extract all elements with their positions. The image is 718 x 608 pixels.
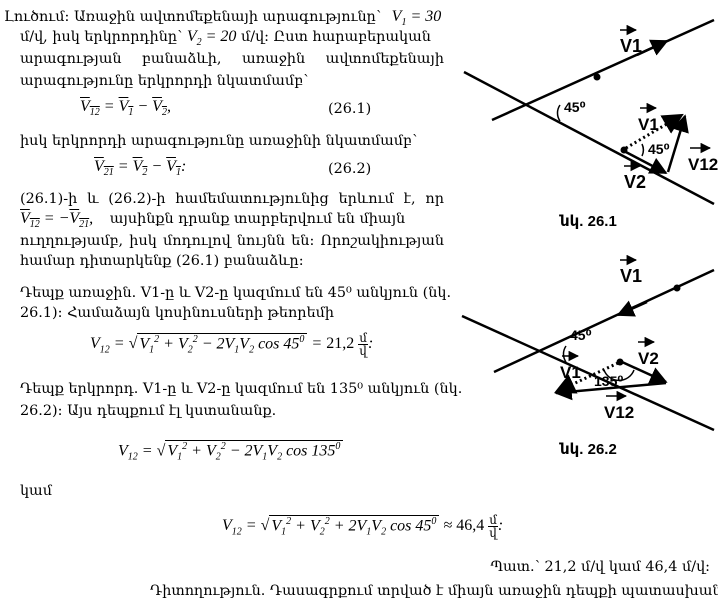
intro-text-1: Առաջին ավտոմեքենայի արագությունը՝ bbox=[73, 9, 382, 25]
v12-vector bbox=[666, 114, 689, 173]
case-1-line-1: Դեպք առաջին. V1-ը և V2-ը կազմում են 45⁰ … bbox=[20, 285, 452, 301]
formula-case-1: V12 = √V12 + V22 − 2V1V2 cos 450 = 21,2 … bbox=[90, 331, 374, 358]
v1-line bbox=[491, 18, 715, 122]
comparison-line-1: (26.1)-ի և (26.2)-ի համեմատությունից երև… bbox=[20, 191, 444, 207]
v2-arrow bbox=[621, 360, 668, 384]
intro-line-3: արագության բանաձևի, առաջին ավտոմեքենայի bbox=[20, 51, 444, 67]
intro-line-1: Լուծում: Առաջին ավտոմեքենայի արագություն… bbox=[4, 8, 444, 32]
v1-arrow bbox=[636, 39, 669, 57]
formula-3-result: 46,4 bbox=[456, 517, 485, 535]
v2-value: V2 = 20 bbox=[186, 28, 237, 49]
case-2-line-1: Դեպք երկրորդ. V1-ը և V2-ը կազմում են 135… bbox=[20, 381, 463, 397]
comparison-line-2: V12 = −V21, այսինքն դրանք տարբերվում են … bbox=[20, 210, 444, 234]
figure-26-1-caption: նկ. 26.1 bbox=[560, 213, 617, 230]
v1-dotted-label: V1 bbox=[560, 363, 581, 382]
figure-26-2-caption: նկ. 26.2 bbox=[560, 441, 617, 458]
angle-arc-bottom bbox=[603, 369, 635, 382]
v1-dotted-vector bbox=[625, 113, 684, 150]
angle-bottom-label: 135⁰ bbox=[594, 373, 624, 389]
intro-line-2: մ/վ, իսկ երկրորդինը՝ V2 = 20 մ/վ: Ըստ հա… bbox=[20, 28, 431, 52]
v12-label: V12 bbox=[604, 403, 634, 422]
solution-label: Լուծում: bbox=[4, 9, 70, 25]
v2-line bbox=[463, 70, 715, 205]
v1-dotted-label: V1 bbox=[638, 115, 659, 134]
figure-26-2: V1 45⁰ V1 135⁰ V2 V12 bbox=[461, 254, 715, 432]
equation-26-2: V21 = V2 − V1: bbox=[94, 158, 187, 179]
angle-bottom-label: 45⁰ bbox=[648, 141, 670, 157]
v2-label: V2 bbox=[638, 349, 659, 368]
v1-value: V1 = 30 bbox=[391, 8, 442, 29]
mid-line: իսկ երկրորդի արագությունը առաջինի նկատմա… bbox=[20, 133, 418, 149]
comparison-text-2: այսինքն դրանք տարբերվում են միայն bbox=[109, 211, 406, 227]
v2-line bbox=[461, 314, 715, 432]
figure-26-1: V1 45⁰ V1 45⁰ V12 V2 bbox=[463, 18, 718, 205]
angle-top-label: 45⁰ bbox=[570, 327, 592, 343]
angle-arc-top bbox=[556, 104, 561, 122]
v12-eq-neg-v21: V12 = −V21, bbox=[20, 210, 94, 231]
formula-case-2-simplified: V12 = √V12 + V22 + 2V1V2 cos 450 ≈ 46,4 … bbox=[222, 513, 504, 540]
v1-label: V1 bbox=[620, 266, 642, 286]
v1-label: V1 bbox=[620, 36, 642, 56]
note: Դիտողություն. Դասագրքում տրված է միայն ա… bbox=[150, 583, 718, 599]
v1-dot bbox=[593, 73, 601, 81]
origin-dot bbox=[620, 146, 628, 154]
v2-arrow bbox=[621, 148, 668, 175]
v1-dot bbox=[673, 284, 681, 292]
angle-arc-top bbox=[562, 345, 567, 363]
equation-number-1: (26.1) bbox=[328, 101, 372, 117]
intro-line-4: արագությունը երկրորդի նկատմամբ՝ bbox=[20, 73, 309, 89]
angle-arc-bottom bbox=[641, 143, 645, 157]
v12-vector bbox=[554, 381, 667, 401]
formula-1-result: 21,2 bbox=[326, 335, 355, 353]
or-label: կամ bbox=[20, 483, 52, 499]
v1-dotted-vector bbox=[554, 361, 619, 394]
comparison-line-3: ուղղությամբ, իսկ մոդուլով նույնն են: Որո… bbox=[20, 233, 444, 249]
case-2-line-2: 26.2): Այս դեպքում էլ կստանանք. bbox=[20, 403, 277, 419]
answer: Պատ.՝ 21,2 մ/վ կամ 46,4 մ/վ: bbox=[490, 559, 710, 575]
equation-number-2: (26.2) bbox=[328, 161, 372, 177]
case-1-line-2: 26.1): Համաձայն կոսինուսների թեորեմի bbox=[20, 305, 335, 321]
angle-top-label: 45⁰ bbox=[564, 99, 586, 115]
v12-label: V12 bbox=[688, 155, 718, 174]
comparison-line-4: համար դիտարկենք (26.1) բանաձևը: bbox=[20, 253, 304, 269]
intro-text-2b: մ/վ: Ըստ հարաբերական bbox=[240, 29, 431, 45]
v1-arrow bbox=[616, 300, 648, 317]
v1-line bbox=[493, 268, 715, 374]
equation-26-1: V12 = V1 − V2, bbox=[80, 98, 171, 119]
intro-text-2: մ/վ, իսկ երկրորդինը՝ bbox=[20, 29, 183, 45]
formula-case-2: V12 = √V12 + V22 − 2V1V2 cos 1350 bbox=[118, 440, 344, 463]
v2-label: V2 bbox=[624, 172, 646, 192]
